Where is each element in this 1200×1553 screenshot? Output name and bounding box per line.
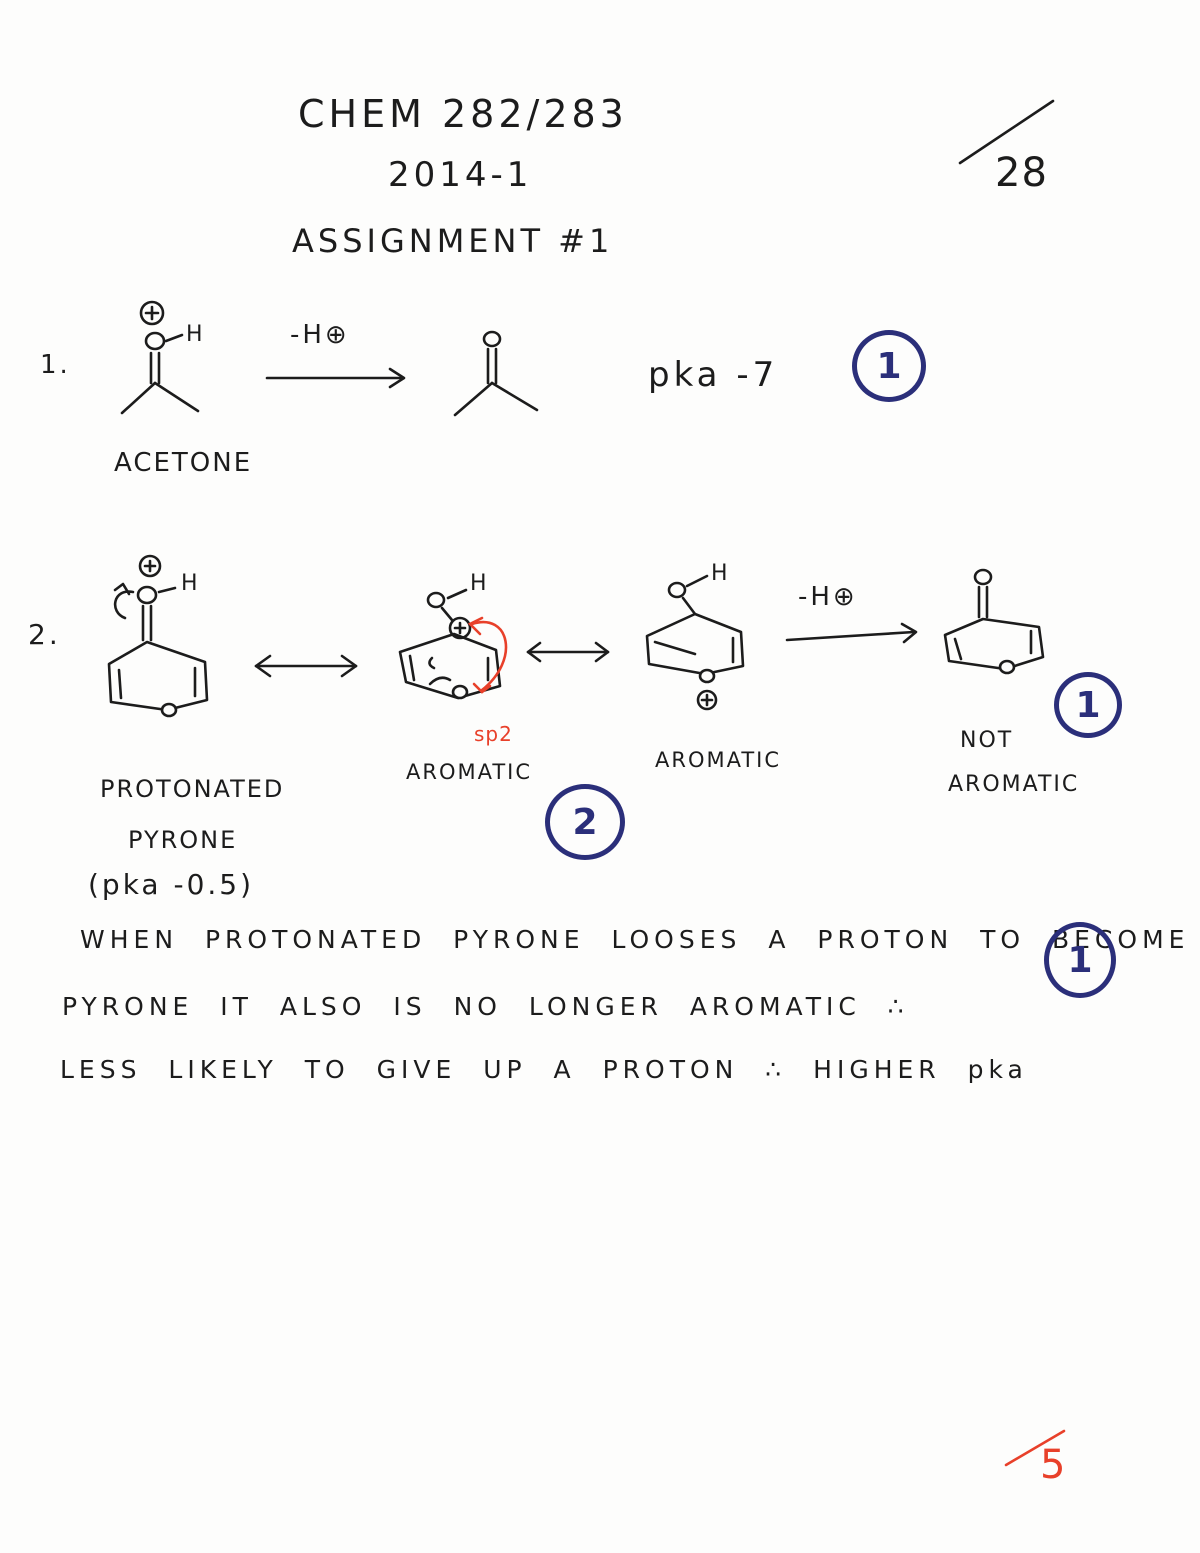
q2-aromatic-structure-1: H — [398, 571, 508, 700]
explanation-line-2: PYRONE IT ALSO IS NO LONGER AROMATIC ∴ — [62, 992, 909, 1021]
q2-protonated-pyrone-structure: H — [107, 554, 209, 718]
svg-text:H: H — [711, 561, 728, 586]
q1-protonated-acetone-structure: H — [120, 300, 203, 415]
q2-resonance-arrow-1 — [254, 654, 358, 678]
q1-acetone-structure — [453, 330, 539, 417]
q2-product-score-circle: 1 — [1054, 672, 1122, 738]
explanation-line-3: LESS LIKELY TO GIVE UP A PROTON ∴ HIGHER… — [60, 1055, 1028, 1084]
q1-number: 1. — [40, 350, 71, 380]
q2-label-protonated: PROTONATED — [100, 775, 285, 803]
q2-label-aromatic-1: AROMATIC — [406, 760, 533, 784]
q2-label-not: NOT — [960, 728, 1014, 753]
total-marks-slash — [958, 99, 1055, 165]
svg-text:H: H — [186, 322, 203, 347]
q2-aromatic-structure-2: H — [645, 561, 745, 711]
grade-total: 5 — [1040, 1442, 1067, 1488]
q2-resonance-score-circle: 2 — [545, 784, 625, 860]
q1-score-circle: 1 — [852, 330, 926, 402]
q1-molecule-label: ACETONE — [114, 448, 253, 478]
course-title: CHEM 282/283 — [298, 92, 628, 136]
svg-text:H: H — [470, 571, 487, 596]
q2-sp2-note: sp2 — [474, 722, 513, 746]
q2-number: 2. — [28, 618, 61, 651]
grade-slash — [1004, 1429, 1066, 1467]
q1-pka: pka -7 — [648, 355, 779, 395]
total-marks: 28 — [995, 150, 1048, 196]
explanation-line-1: WHEN PROTONATED PYRONE LOOSES A PROTON T… — [80, 925, 1190, 954]
q1-reaction-arrow — [265, 367, 406, 389]
q2-resonance-arrow-2 — [526, 641, 610, 663]
q2-reagent: -H⊕ — [798, 582, 858, 612]
q2-label-aromatic-2: AROMATIC — [655, 748, 782, 772]
q2-label-pka: (pka -0.5) — [88, 868, 255, 901]
explanation-score-circle: 1 — [1044, 922, 1116, 998]
q2-label-pyrone: PYRONE — [128, 826, 238, 854]
q2-reaction-arrow — [785, 622, 918, 644]
q1-reagent: -H⊕ — [290, 320, 350, 350]
q2-pyrone-structure — [943, 568, 1045, 675]
svg-text:H: H — [181, 571, 198, 596]
assignment-title: ASSIGNMENT #1 — [292, 222, 614, 260]
q2-label-not-aromatic: AROMATIC — [948, 772, 1080, 797]
term: 2014-1 — [388, 155, 533, 195]
